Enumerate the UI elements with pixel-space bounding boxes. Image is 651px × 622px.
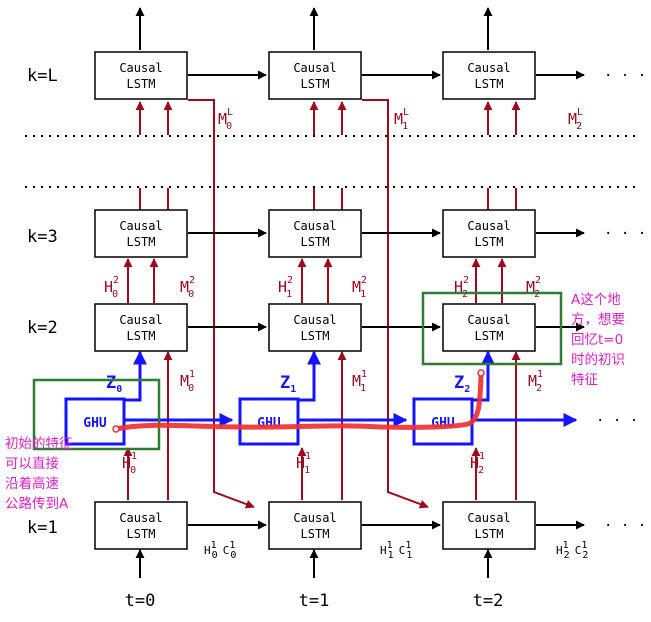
svg-text:LSTM: LSTM: [127, 329, 156, 343]
causal-lstm-cell: Causal LSTM: [442, 51, 536, 100]
svg-text:LSTM: LSTM: [475, 77, 504, 91]
svg-text:LSTM: LSTM: [127, 77, 156, 91]
svg-text:Causal: Causal: [119, 313, 162, 327]
z-label: Z0: [106, 373, 122, 395]
svg-text:Causal: Causal: [467, 511, 510, 525]
svg-text:LSTM: LSTM: [475, 329, 504, 343]
causal-lstm-cell: Causal LSTM: [442, 501, 536, 550]
highlight-box-target: [421, 291, 563, 366]
row-label-k-2: k=2: [27, 318, 58, 338]
ellipsis-row-L: · · ·: [604, 68, 646, 84]
causal-lstm-cell: Causal LSTM: [268, 209, 362, 258]
causal-lstm-cell: Causal LSTM: [94, 303, 188, 352]
causal-lstm-cell: Causal LSTM: [94, 51, 188, 100]
highway-start-dot: [112, 425, 120, 433]
svg-text:LSTM: LSTM: [301, 329, 330, 343]
svg-text:LSTM: LSTM: [127, 235, 156, 249]
causal-lstm-cell: Causal LSTM: [442, 209, 536, 258]
cell-grid: Causal LSTM Causal LSTM Causal LSTM Caus…: [94, 51, 536, 550]
row-label-k-1: k=1: [27, 518, 58, 538]
causal-lstm-cell: Causal LSTM: [268, 303, 362, 352]
time-label-2: t=2: [473, 591, 504, 611]
ghu-unit: GHU: [238, 397, 300, 446]
causal-lstm-cell: Causal LSTM: [442, 303, 536, 352]
svg-text:Causal: Causal: [119, 61, 162, 75]
highway-end-dot: [477, 369, 485, 377]
svg-text:LSTM: LSTM: [301, 77, 330, 91]
svg-text:Causal: Causal: [293, 219, 336, 233]
row-label-k-3: k=3: [27, 227, 58, 247]
annotation-left: 初始的特征可以直接沿着高速公路传到A: [5, 435, 73, 512]
z-label: Z2: [454, 373, 470, 395]
svg-text:GHU: GHU: [83, 416, 107, 431]
svg-text:Causal: Causal: [293, 313, 336, 327]
ellipsis-row-ghu: · · ·: [596, 413, 638, 429]
svg-text:LSTM: LSTM: [475, 235, 504, 249]
svg-text:Causal: Causal: [293, 511, 336, 525]
causal-lstm-cell: Causal LSTM: [268, 51, 362, 100]
ellipsis-row-1: · · ·: [604, 518, 646, 534]
row-label-k-L: k=L: [27, 66, 58, 86]
causal-lstm-cell: Causal LSTM: [268, 501, 362, 550]
ghu-unit: GHU: [412, 397, 474, 446]
ghu-unit: GHU: [64, 397, 126, 446]
svg-text:LSTM: LSTM: [301, 235, 330, 249]
temporal-flow-arrows: [135, 7, 585, 578]
svg-text:Causal: Causal: [119, 511, 162, 525]
highway-path: [113, 373, 484, 432]
ellipsis-row-3: · · ·: [604, 226, 646, 242]
memory-flow-lines: [123, 99, 521, 509]
causal-lstm-cell: Causal LSTM: [94, 209, 188, 258]
svg-text:Causal: Causal: [467, 219, 510, 233]
svg-text:LSTM: LSTM: [475, 527, 504, 541]
z-label: Z1: [280, 373, 296, 395]
causal-lstm-cell: Causal LSTM: [94, 501, 188, 550]
highlight-box-start: [32, 378, 161, 451]
svg-text:Causal: Causal: [467, 61, 510, 75]
svg-text:LSTM: LSTM: [301, 527, 330, 541]
svg-text:Causal: Causal: [467, 313, 510, 327]
time-label-1: t=1: [299, 591, 330, 611]
svg-text:Causal: Causal: [293, 61, 336, 75]
svg-text:Causal: Causal: [119, 219, 162, 233]
svg-text:LSTM: LSTM: [127, 527, 156, 541]
time-label-0: t=0: [125, 591, 156, 611]
